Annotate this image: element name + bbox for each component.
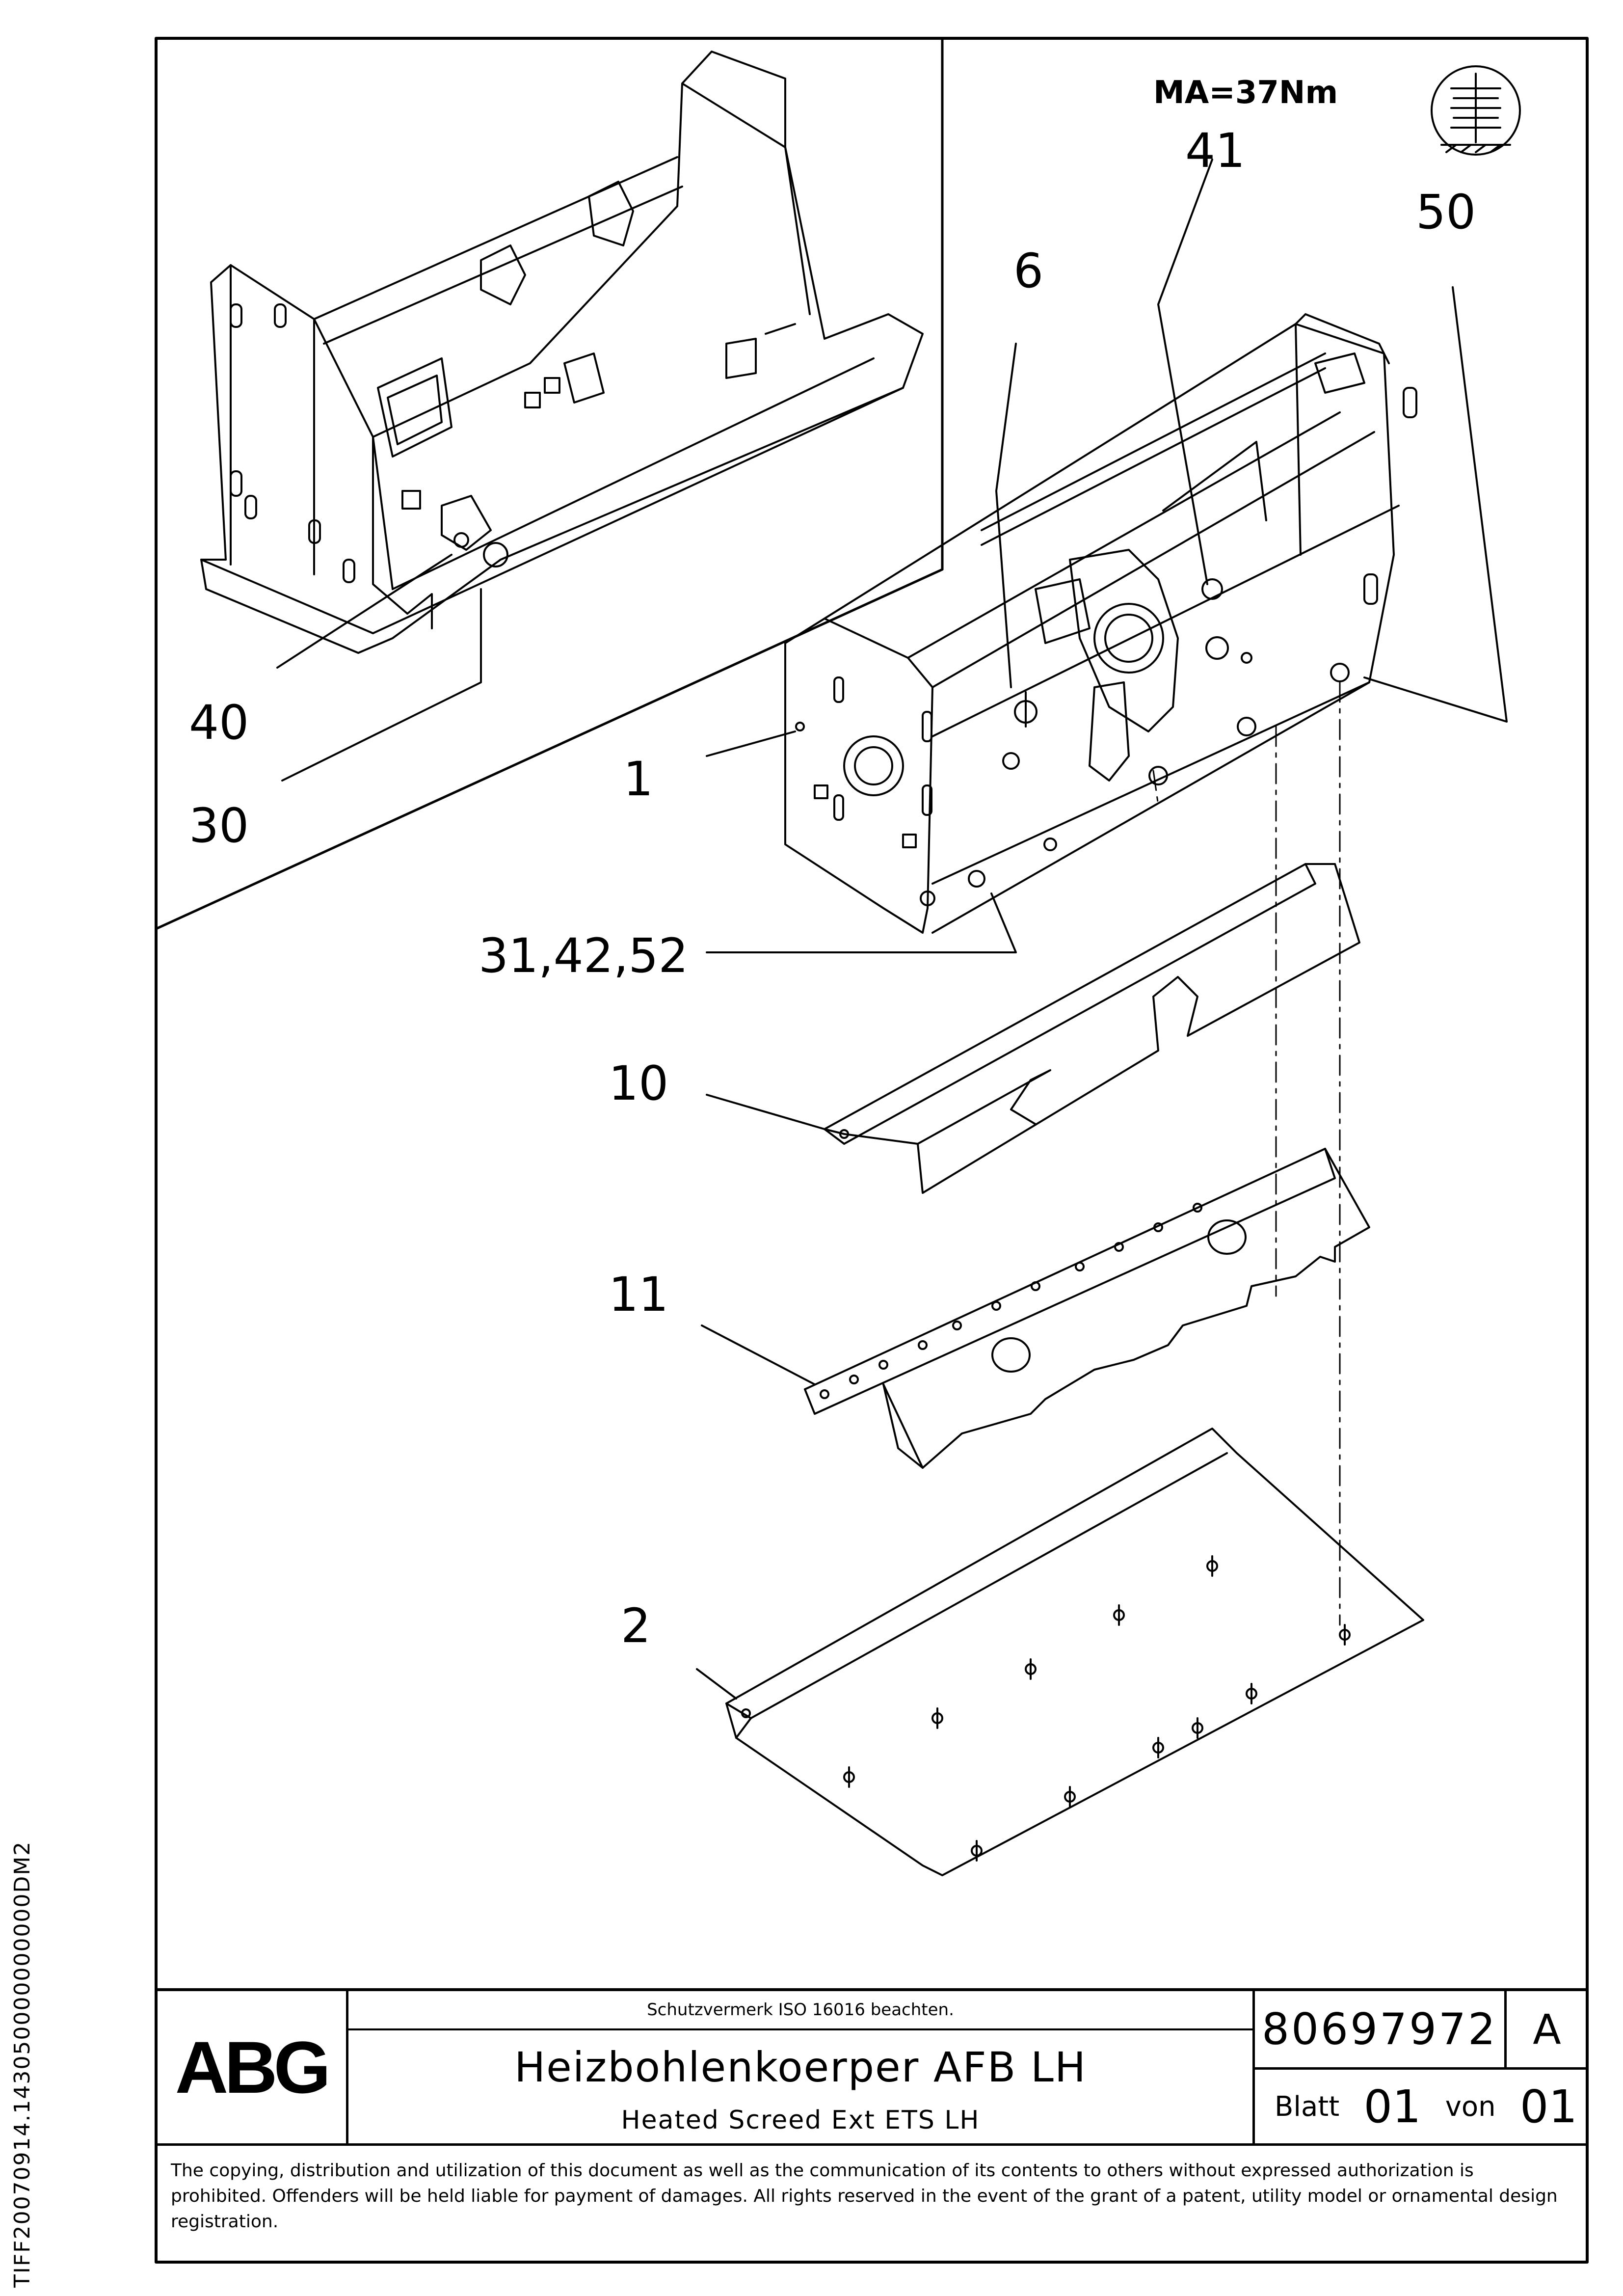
torque-symbol-icon — [1431, 65, 1521, 156]
revision-letter: A — [1507, 1991, 1587, 2070]
drawing-frame — [155, 37, 1589, 2264]
callout-30: 30 — [189, 798, 249, 853]
part-10-angle-plate — [824, 863, 1360, 1194]
alignment-lines — [1152, 681, 1341, 1626]
sheet-total: 01 — [1519, 2080, 1577, 2133]
screed-body-frame — [784, 313, 1417, 934]
callout-41: 41 — [1185, 123, 1245, 178]
callout-31-42-52: 31,42,52 — [479, 928, 689, 983]
divider — [156, 2143, 1587, 2146]
sheet-label: Blatt — [1275, 2090, 1340, 2123]
callout-40: 40 — [189, 695, 249, 750]
inset-screed-frame — [200, 51, 924, 654]
callout-11: 11 — [609, 1267, 668, 1322]
callout-1: 1 — [623, 752, 653, 807]
callout-6: 6 — [1013, 243, 1043, 298]
company-logo: ABG — [156, 1991, 348, 2143]
copyright-notice: The copying, distribution and utilizatio… — [171, 2161, 1558, 2232]
of-label: von — [1445, 2090, 1496, 2123]
torque-spec: MA=37Nm — [1153, 75, 1338, 111]
drawing-title-en: Heated Screed Ext ETS LH — [621, 2105, 980, 2135]
title-block: ABG Schutzvermerk ISO 16016 beachten. He… — [156, 1988, 1587, 2262]
callout-10: 10 — [609, 1056, 668, 1111]
callout-2: 2 — [621, 1598, 651, 1653]
callout-50: 50 — [1416, 185, 1476, 240]
part-11-plate — [804, 1148, 1370, 1469]
leader-lines — [276, 159, 1508, 1700]
part-2-screed-plate — [725, 1428, 1424, 1876]
inset-view-border — [155, 37, 944, 930]
drawing-title-de: Heizbohlenkoerper AFB LH — [514, 2043, 1087, 2091]
sheet-info: Blatt 01 von 01 — [1252, 2070, 1587, 2143]
protection-notice: Schutzvermerk ISO 16016 beachten. — [348, 1991, 1252, 2030]
sheet-number: 01 — [1363, 2080, 1421, 2133]
drawing-number: 80697972 — [1252, 1991, 1507, 2070]
